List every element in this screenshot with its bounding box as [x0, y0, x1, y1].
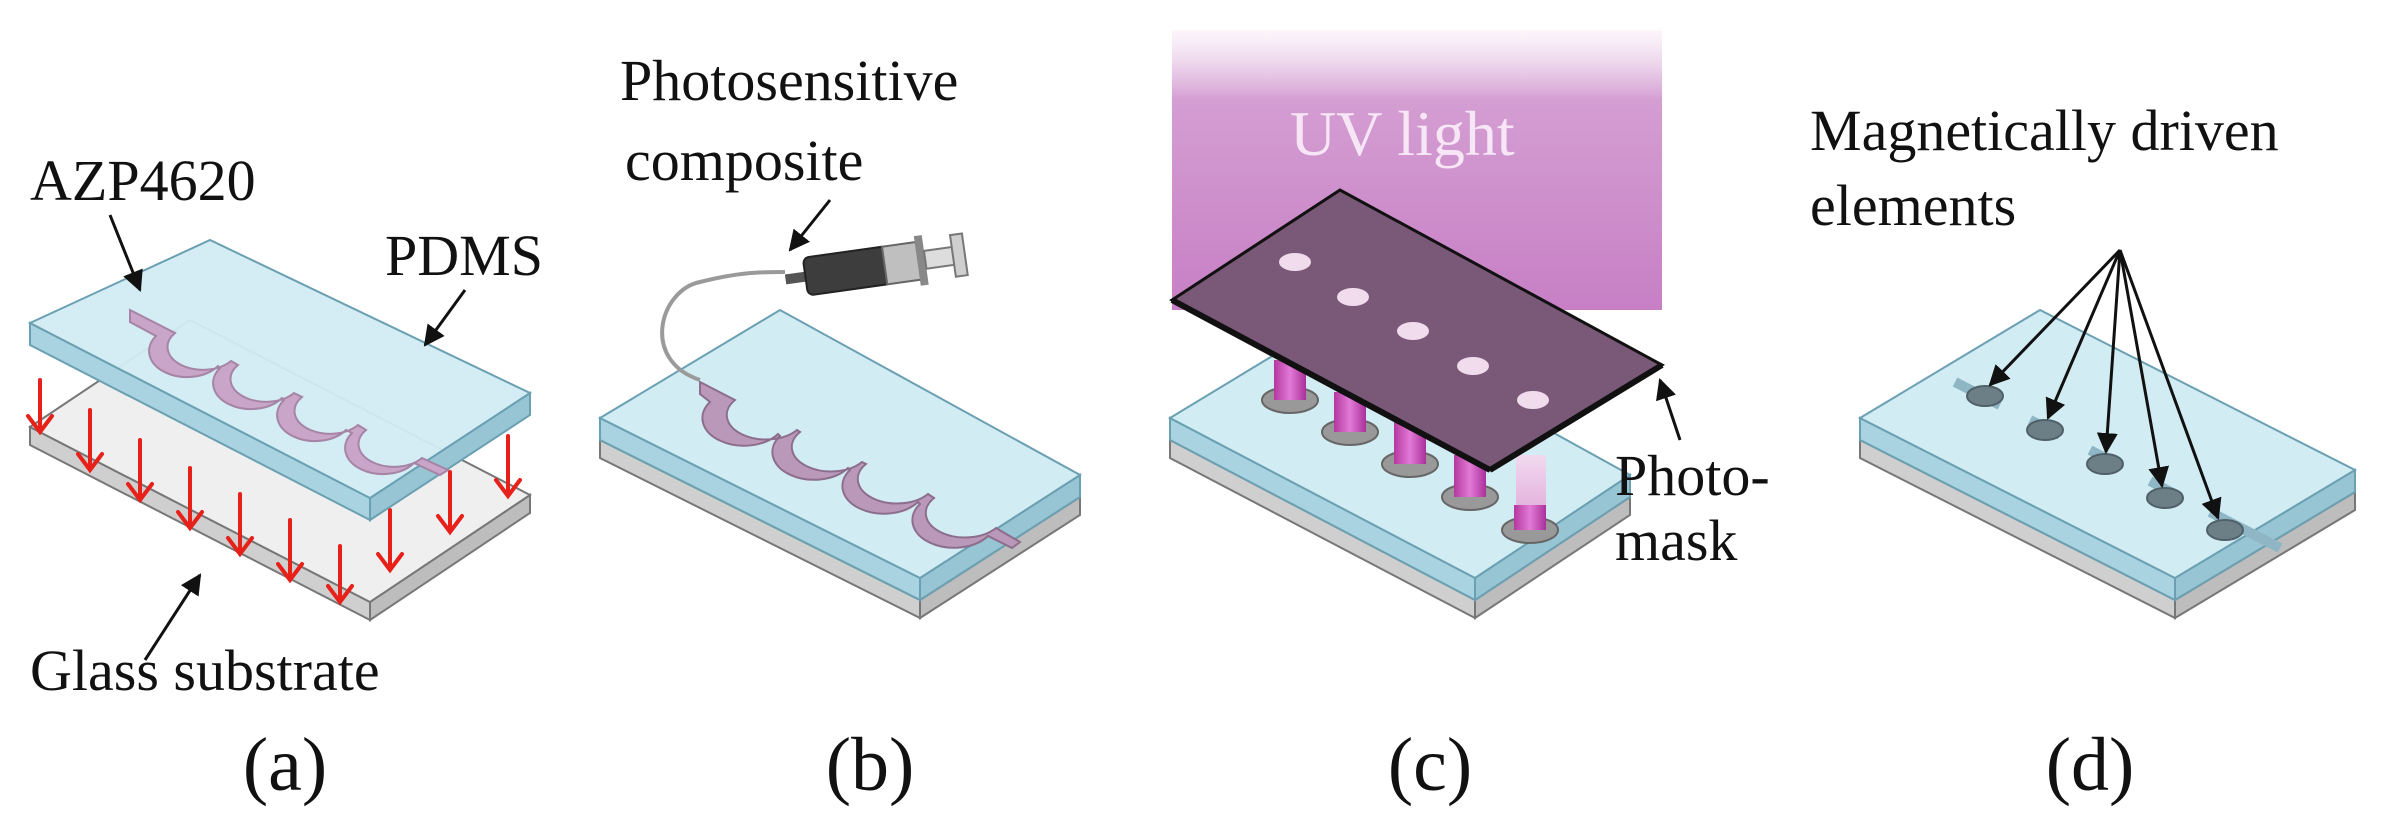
callout-arrows-a — [108, 214, 467, 661]
label-pdms: PDMS — [385, 223, 543, 288]
label-composite: composite — [625, 128, 863, 193]
red-down-arrow-icon — [26, 378, 54, 436]
channel-pattern — [129, 308, 451, 477]
device-slab-b — [597, 308, 1082, 620]
label-photosensitive: Photosensitive — [620, 48, 958, 113]
label-glass-substrate: Glass substrate — [30, 638, 380, 703]
label-uv-light: UV light — [1290, 98, 1515, 169]
syringe-icon — [784, 232, 969, 296]
caption-d: (d) — [2046, 723, 2135, 807]
red-down-arrow-icon — [326, 544, 354, 606]
red-down-arrow-icon — [76, 408, 104, 474]
panel-b: Photosensitive composite (b) — [597, 48, 1082, 807]
label-elements: elements — [1810, 173, 2016, 238]
callout-photomask — [1656, 378, 1682, 441]
red-down-arrow-icon — [276, 518, 304, 584]
caption-c: (c) — [1388, 723, 1472, 807]
red-down-arrow-icon — [376, 508, 404, 574]
caption-b: (b) — [826, 723, 915, 807]
label-mask: mask — [1615, 508, 1737, 573]
caption-a: (a) — [243, 723, 327, 807]
callout-arrows-d — [1988, 248, 2222, 520]
photomask — [1169, 188, 1666, 473]
tubing — [660, 270, 786, 382]
magnetic-elements — [1966, 385, 2244, 541]
panel-d: Magnetically driven elements (d) — [1810, 98, 2358, 807]
panel-c: UV light Photo- mask (c) — [1167, 30, 1770, 807]
pdms-slab — [27, 238, 533, 522]
press-arrows — [26, 378, 522, 606]
red-down-arrow-icon — [176, 466, 204, 532]
callout-syringe — [788, 199, 832, 252]
filled-channel — [699, 380, 1022, 550]
red-down-arrow-icon — [126, 438, 154, 504]
label-photo: Photo- — [1615, 443, 1770, 508]
label-azp4620: AZP4620 — [30, 148, 256, 213]
red-down-arrow-icon — [226, 492, 254, 558]
red-down-arrow-icon — [436, 470, 464, 536]
red-down-arrow-icon — [494, 434, 522, 500]
device-slab-d — [1857, 308, 2358, 620]
panel-a: AZP4620 PDMS Glass substrate (a) — [26, 148, 543, 807]
label-magnetically-driven: Magnetically driven — [1810, 98, 2279, 163]
